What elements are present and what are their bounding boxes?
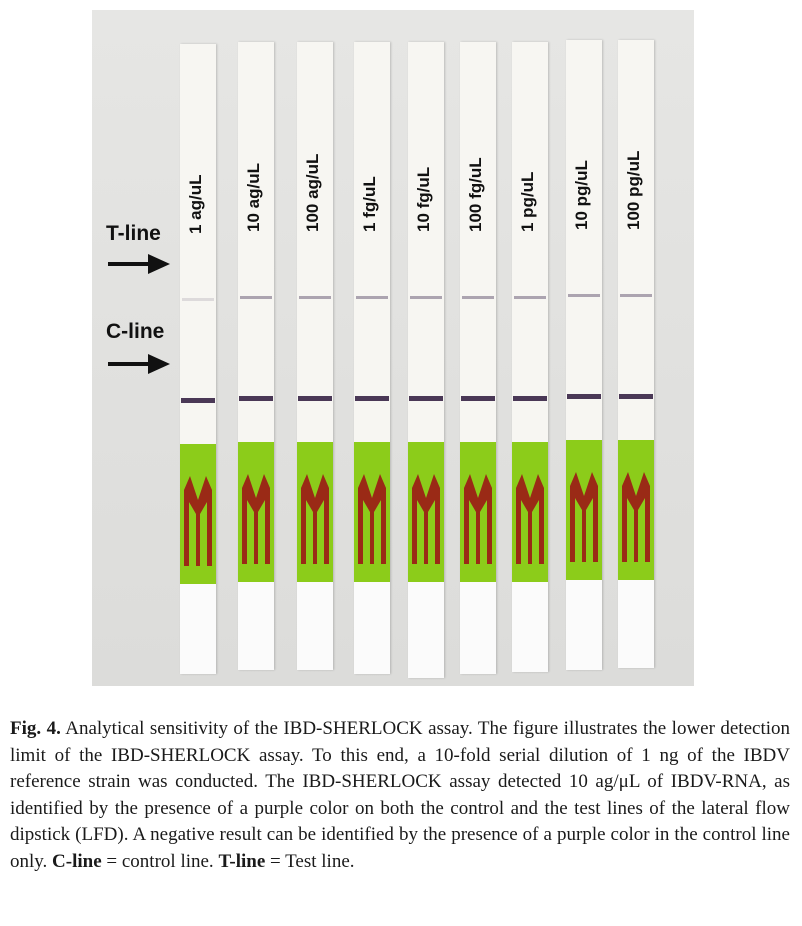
- conjugate-pad: [460, 442, 496, 582]
- strip-label: 1 pg/uL: [518, 171, 537, 232]
- control-line: [181, 398, 215, 403]
- sample-pad: [354, 582, 390, 674]
- c-line-label: C-line: [106, 320, 165, 343]
- dipstick-strip: 1 ag/uL: [180, 44, 216, 674]
- t-line-label: T-line: [106, 222, 161, 245]
- c-line-term: C-line: [52, 850, 102, 872]
- flow-arrow-icon: [301, 474, 329, 564]
- sample-pad: [566, 580, 602, 670]
- conjugate-pad: [238, 442, 274, 582]
- strip-label: 10 ag/uL: [244, 163, 263, 232]
- flow-arrow-icon: [570, 472, 598, 562]
- flow-arrow-icon: [464, 474, 492, 564]
- flow-arrow-icon: [358, 474, 386, 564]
- caption-text: = Test line.: [265, 850, 355, 872]
- flow-arrow-icon: [412, 474, 440, 564]
- strip-label: 100 fg/uL: [466, 157, 485, 232]
- dipstick-strip: 100 pg/uL: [618, 40, 654, 668]
- c-line-arrow-icon: [108, 354, 170, 374]
- test-line: [410, 296, 442, 299]
- control-line: [619, 394, 653, 399]
- sample-pad: [618, 580, 654, 668]
- dipstick-strip: 1 pg/uL: [512, 42, 548, 672]
- strip-label: 100 ag/uL: [303, 153, 322, 232]
- test-line: [356, 296, 388, 299]
- test-line: [182, 298, 214, 301]
- conjugate-pad: [180, 444, 216, 584]
- sample-pad: [238, 582, 274, 670]
- conjugate-pad: [297, 442, 333, 582]
- flow-arrow-icon: [242, 474, 270, 564]
- sample-pad: [297, 582, 333, 670]
- dipstick-strip: 10 pg/uL: [566, 40, 602, 670]
- test-line: [514, 296, 546, 299]
- figure-caption: Fig. 4. Analytical sensitivity of the IB…: [10, 716, 790, 875]
- conjugate-pad: [618, 440, 654, 580]
- control-line: [239, 396, 273, 401]
- dipstick-photo: 1 ag/uL 10 ag/uL 100 ag/uL 1 fg/uL 10 fg…: [92, 10, 694, 686]
- conjugate-pad: [354, 442, 390, 582]
- test-line: [299, 296, 331, 299]
- conjugate-pad: [512, 442, 548, 582]
- conjugate-pad: [566, 440, 602, 580]
- flow-arrow-icon: [184, 476, 212, 566]
- dipstick-strip: 1 fg/uL: [354, 42, 390, 674]
- strip-label: 1 fg/uL: [360, 176, 379, 232]
- dipstick-strip: 10 ag/uL: [238, 42, 274, 670]
- control-line: [567, 394, 601, 399]
- dipstick-strip: 10 fg/uL: [408, 42, 444, 678]
- test-line: [568, 294, 600, 297]
- sample-pad: [460, 582, 496, 674]
- conjugate-pad: [408, 442, 444, 582]
- test-line: [620, 294, 652, 297]
- sample-pad: [512, 582, 548, 672]
- flow-arrow-icon: [622, 472, 650, 562]
- sample-pad: [408, 582, 444, 678]
- strip-label: 1 ag/uL: [186, 174, 205, 234]
- control-line: [355, 396, 389, 401]
- t-line-term: T-line: [218, 850, 266, 872]
- figure-number: Fig. 4.: [10, 718, 61, 739]
- test-line: [240, 296, 272, 299]
- control-line: [461, 396, 495, 401]
- control-line: [513, 396, 547, 401]
- strip-label: 10 fg/uL: [414, 166, 433, 232]
- test-line: [462, 296, 494, 299]
- control-line: [409, 396, 443, 401]
- strip-label: 10 pg/uL: [572, 160, 591, 230]
- dipstick-strip: 100 ag/uL: [297, 42, 333, 670]
- flow-arrow-icon: [516, 474, 544, 564]
- strip-label: 100 pg/uL: [624, 150, 643, 230]
- caption-text: = control line.: [101, 850, 219, 872]
- control-line: [298, 396, 332, 401]
- t-line-arrow-icon: [108, 254, 170, 274]
- dipstick-strip: 100 fg/uL: [460, 42, 496, 674]
- sample-pad: [180, 584, 216, 674]
- caption-text: Analytical sensitivity of the IBD-SHERLO…: [10, 718, 791, 872]
